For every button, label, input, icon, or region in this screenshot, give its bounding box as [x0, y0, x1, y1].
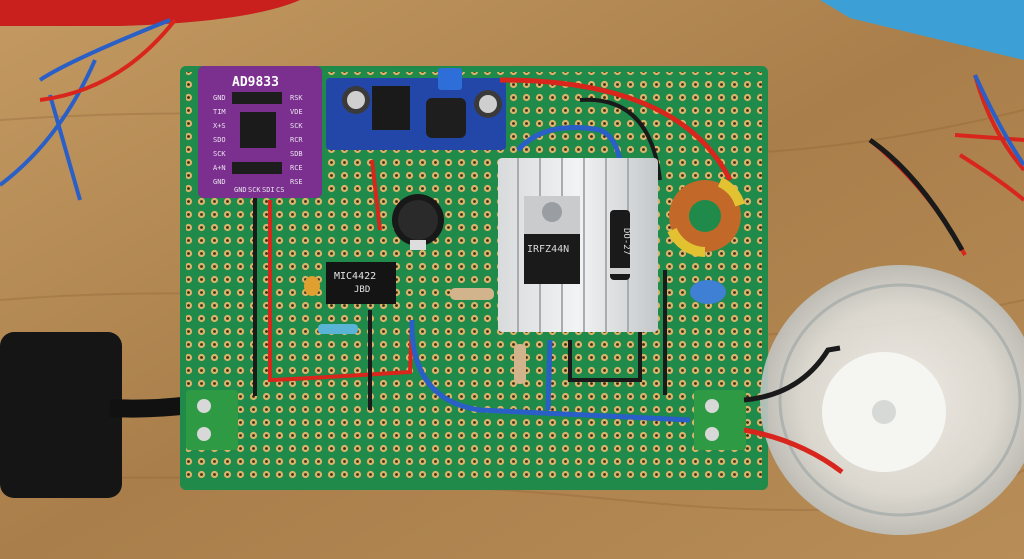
wire-blue-bottom	[409, 319, 691, 423]
resistor-vertical	[514, 344, 526, 384]
water-container	[760, 265, 1024, 535]
module-pin-bottom: SDI	[262, 186, 275, 194]
module-pin-bottom: SCK	[248, 186, 261, 194]
terminal-screw	[705, 399, 719, 413]
wire-black-cup	[743, 345, 841, 403]
resistor-horizontal	[450, 288, 494, 300]
loose-wire-red-left	[39, 18, 177, 102]
power-adapter	[0, 332, 122, 498]
wire-red-short	[370, 159, 382, 231]
wire-red-left	[268, 200, 414, 383]
diode-label: DO-27	[621, 228, 631, 255]
ceramic-capacitor	[690, 280, 726, 304]
red-cable-top	[0, 0, 300, 26]
module-pin-right: RCE	[290, 164, 303, 172]
terminal-screw	[197, 399, 211, 413]
module-pin-left: GND	[213, 94, 226, 102]
wire-black-right	[568, 270, 667, 395]
wire-red-top	[499, 77, 733, 182]
module-pin-right: VDE	[290, 108, 303, 116]
electrolytic-capacitor	[392, 194, 444, 250]
module-pin-left: TIM	[213, 108, 226, 116]
module-pin-left: SCK	[213, 150, 226, 158]
module-pin-right: SDB	[290, 150, 303, 158]
diode: DO-27	[610, 210, 631, 280]
toroid-inductor	[667, 177, 745, 257]
module-pin-right: RSE	[290, 178, 303, 186]
loose-wires-left	[0, 18, 171, 201]
module-pin-left: SDO	[213, 136, 226, 144]
terminal-screw	[705, 427, 719, 441]
ad9833-module: AD9833 GND TIM X+S SDO SCK A+N GND RSK V…	[198, 66, 322, 198]
module-pin-bottom: CS	[276, 186, 284, 194]
driver-ic-sublabel: JBD	[354, 285, 370, 295]
buck-converter-module	[326, 68, 506, 150]
blue-tool-handle	[820, 0, 1024, 60]
module-pin-right: RCR	[290, 136, 303, 144]
module-pin-right: RSK	[290, 94, 303, 102]
small-capacitor	[304, 276, 320, 296]
module-pin-left: A+N	[213, 164, 226, 172]
module-pin-right: SCK	[290, 122, 303, 130]
terminal-block-left	[186, 390, 238, 450]
loose-wire-black-right	[868, 137, 965, 252]
terminal-block-right	[694, 390, 746, 450]
driver-ic-label: MIC4422	[334, 271, 376, 282]
module-pin-left: GND	[213, 178, 226, 186]
module-pin-bottom: GND	[234, 186, 247, 194]
adapter-cable	[109, 396, 192, 418]
mosfet: IRFZ44N	[524, 196, 580, 284]
module-label: AD9833	[232, 75, 279, 90]
loose-wire-blue-right	[973, 74, 1024, 167]
terminal-screw	[197, 427, 211, 441]
mosfet-label: IRFZ44N	[527, 244, 569, 255]
driver-ic: MIC4422 JBD	[326, 262, 396, 304]
module-pin-left: X+S	[213, 122, 226, 130]
wire-red-cup	[743, 427, 844, 474]
resistor-small	[318, 324, 358, 334]
